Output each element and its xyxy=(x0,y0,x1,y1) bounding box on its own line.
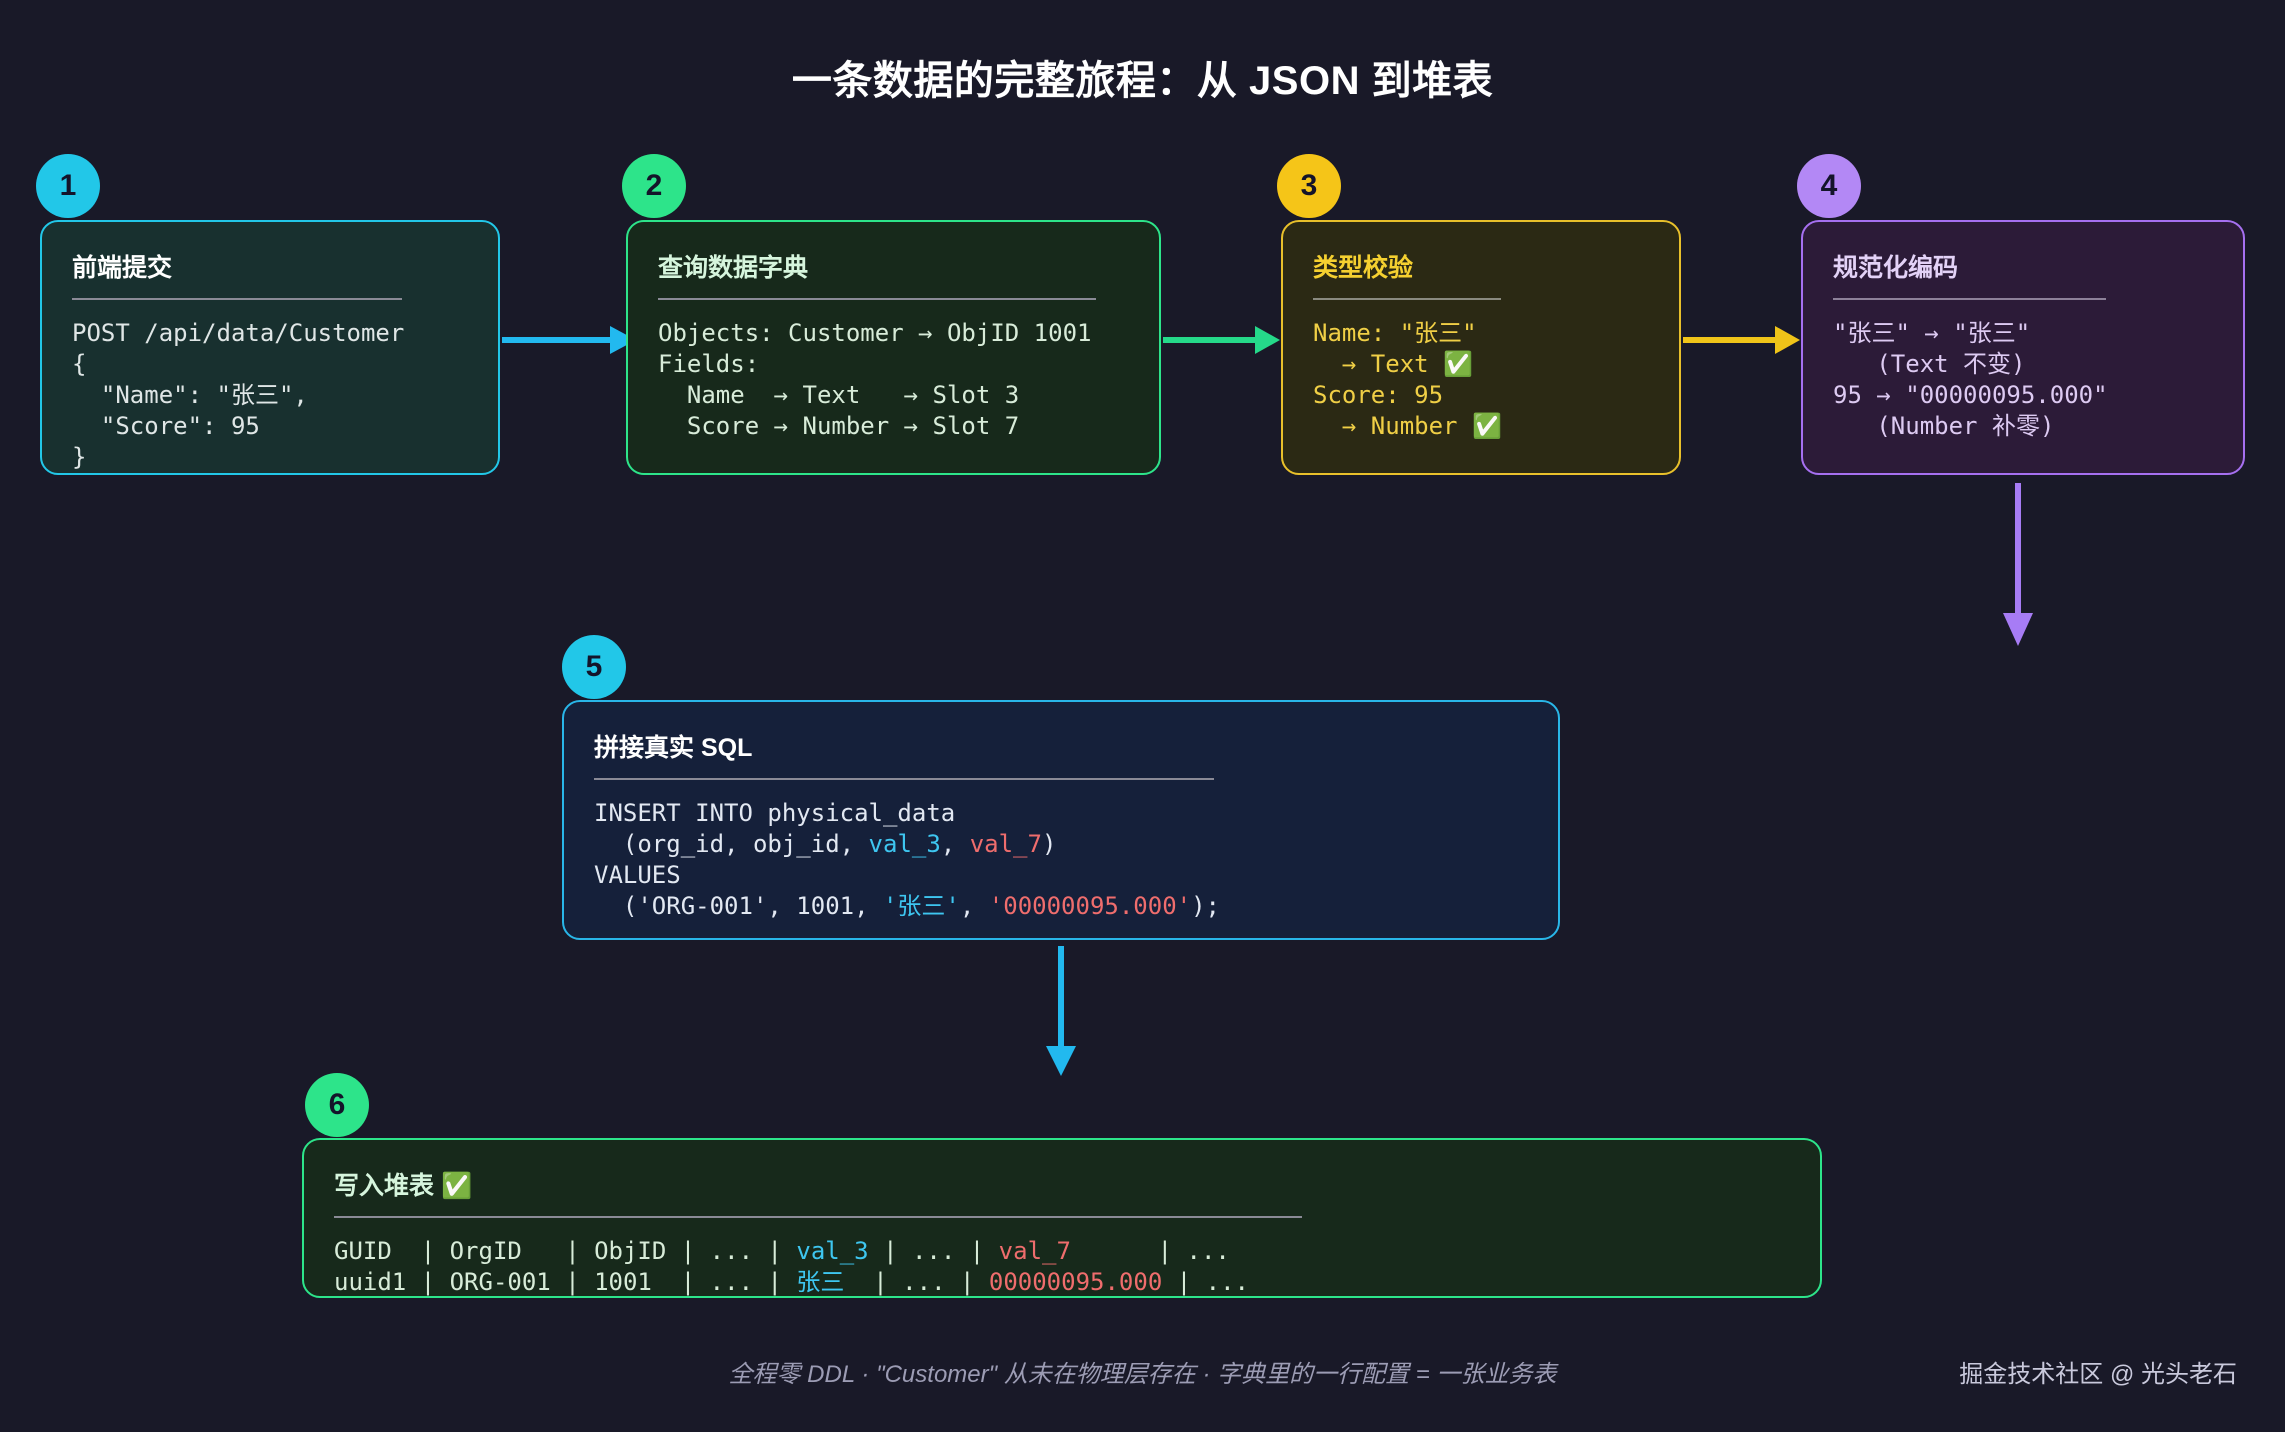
step-card-2-code-line-3: Name → Text → Slot 3 xyxy=(658,381,1020,409)
heap-row-suffix: | ... xyxy=(1162,1268,1249,1296)
step-card-5-sql-line-4: ('ORG-001', 1001, '张三', '00000095.000'); xyxy=(594,891,1528,922)
heap-table-data-row: uuid1 | ORG-001 | 1001 | ... | 张三 | ... … xyxy=(334,1267,1790,1298)
step-card-4-code-line-4: (Number 补零) xyxy=(1833,412,2055,440)
arrow-step1-to-step2 xyxy=(502,326,636,354)
heap-header-separator: | ... | xyxy=(868,1237,999,1265)
heap-row-separator: | ... | xyxy=(844,1268,989,1296)
sql-columns-suffix: ) xyxy=(1041,830,1057,858)
step-card-2-code-line-4: Score → Number → Slot 7 xyxy=(658,412,1020,440)
step-card-2-title: 查询数据字典 xyxy=(658,254,809,282)
sql-value-name: '张三' xyxy=(882,892,960,920)
step-card-3-code-line-3: Score: 95 xyxy=(1313,381,1444,409)
step-badge-1: 1 xyxy=(36,154,100,218)
heap-header-val7: val_7 xyxy=(998,1237,1071,1265)
sql-values-separator: , xyxy=(959,892,989,920)
step-card-4-code-line-1: "张三" → "张三" xyxy=(1833,319,2031,347)
sql-columns-prefix: (org_id, obj_id, xyxy=(594,830,869,858)
divider xyxy=(658,298,1096,300)
divider xyxy=(334,1216,1302,1218)
step-card-5-sql-line-1: INSERT INTO physical_data xyxy=(594,799,956,827)
divider xyxy=(72,298,402,300)
step-card-4-normalized-encoding: 规范化编码 "张三" → "张三" (Text 不变) 95 → "000000… xyxy=(1801,220,2245,475)
step-card-2-code-line-2: Fields: xyxy=(658,350,760,378)
heap-row-score: 00000095.000 xyxy=(988,1268,1163,1296)
step-badge-4-label: 4 xyxy=(1820,169,1838,202)
step-card-6-write-heap-table: 写入堆表 ✅ GUID | OrgID | ObjID | ... | val_… xyxy=(302,1138,1822,1298)
step-card-1-code-line-2: { xyxy=(72,350,87,378)
step-card-6-title: 写入堆表 ✅ xyxy=(334,1172,473,1200)
step-badge-4: 4 xyxy=(1797,154,1861,218)
step-badge-1-label: 1 xyxy=(59,169,77,202)
divider xyxy=(1833,298,2106,300)
step-card-1-frontend-submit: 前端提交 POST /api/data/Customer { "Name": "… xyxy=(40,220,500,475)
step-card-3-code-line-2: → Text ✅ xyxy=(1313,350,1473,378)
step-card-1-title: 前端提交 xyxy=(72,254,173,282)
step-badge-5-label: 5 xyxy=(585,650,603,683)
step-card-3-title: 类型校验 xyxy=(1313,254,1414,282)
arrow-step3-to-step4 xyxy=(1683,326,1800,354)
page-title: 一条数据的完整旅程：从 JSON 到堆表 xyxy=(791,59,1494,103)
step-card-5-title: 拼接真实 SQL xyxy=(594,734,753,762)
divider xyxy=(1313,298,1501,300)
step-card-1-code-line-4: "Score": 95 xyxy=(72,412,260,440)
step-card-3-code-line-4: → Number ✅ xyxy=(1313,412,1502,440)
step-card-3-code-line-1: Name: "张三" xyxy=(1313,319,1477,347)
step-card-4-code-line-3: 95 → "00000095.000" xyxy=(1833,381,2108,409)
step-card-2-query-dictionary: 查询数据字典 Objects: Customer → ObjID 1001 Fi… xyxy=(626,220,1161,475)
heap-table-header-row: GUID | OrgID | ObjID | ... | val_3 | ...… xyxy=(334,1236,1790,1267)
arrow-step5-to-step6 xyxy=(1046,946,1076,1076)
arrow-step2-to-step3 xyxy=(1163,326,1280,354)
sql-values-prefix: ('ORG-001', 1001, xyxy=(594,892,883,920)
step-card-3-type-validation: 类型校验 Name: "张三" → Text ✅ Score: 95 → Num… xyxy=(1281,220,1681,475)
step-badge-3-label: 3 xyxy=(1300,169,1318,202)
heap-header-prefix: GUID | OrgID | ObjID | ... | xyxy=(334,1237,797,1265)
sql-columns-separator: , xyxy=(940,830,970,858)
step-badge-5: 5 xyxy=(562,635,626,699)
step-badge-2: 2 xyxy=(622,154,686,218)
step-card-1-code-line-5: } xyxy=(72,443,87,471)
step-card-5-sql-line-3: VALUES xyxy=(594,861,681,889)
arrow-step4-to-step5 xyxy=(2003,483,2033,646)
step-badge-6: 6 xyxy=(305,1073,369,1137)
step-card-4-code-line-2: (Text 不变) xyxy=(1833,350,2026,378)
step-card-5-sql-line-2: (org_id, obj_id, val_3, val_7) xyxy=(594,829,1528,860)
footer-note: 全程零 DDL · "Customer" 从未在物理层存在 · 字典里的一行配置… xyxy=(728,1361,1557,1388)
step-badge-3: 3 xyxy=(1277,154,1341,218)
step-card-5-build-sql: 拼接真实 SQL INSERT INTO physical_data (org_… xyxy=(562,700,1560,940)
step-card-1-code-line-1: POST /api/data/Customer xyxy=(72,319,405,347)
sql-values-suffix: ); xyxy=(1191,892,1220,920)
heap-row-name: 张三 xyxy=(796,1268,845,1296)
step-card-1-code-line-3: "Name": "张三", xyxy=(72,381,308,409)
step-card-4-title: 规范化编码 xyxy=(1833,254,1959,282)
sql-column-val7: val_7 xyxy=(969,830,1042,858)
sql-value-score: '00000095.000' xyxy=(988,892,1192,920)
sql-column-val3: val_3 xyxy=(868,830,941,858)
heap-row-prefix: uuid1 | ORG-001 | 1001 | ... | xyxy=(334,1268,797,1296)
step-badge-2-label: 2 xyxy=(645,169,663,202)
heap-header-val3: val_3 xyxy=(796,1237,869,1265)
divider xyxy=(594,778,1214,780)
heap-header-suffix: | ... xyxy=(1070,1237,1230,1265)
watermark: 掘金技术社区 @ 光头老石 xyxy=(1959,1361,2237,1388)
step-badge-6-label: 6 xyxy=(328,1088,346,1121)
step-card-2-code-line-1: Objects: Customer → ObjID 1001 xyxy=(658,319,1092,347)
